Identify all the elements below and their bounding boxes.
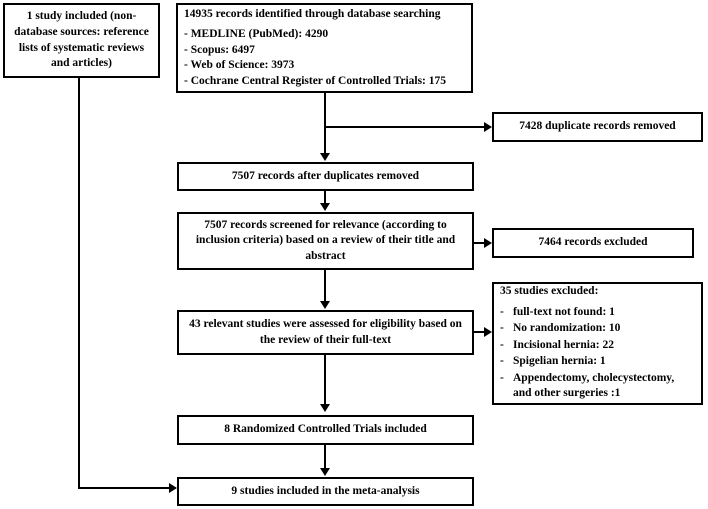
connector-eligibility-to-rcts bbox=[324, 355, 326, 405]
exclusion-reason-incisional-hernia: Incisional hernia: 22 bbox=[513, 338, 614, 351]
connector-to-records-excluded bbox=[474, 242, 484, 244]
records-after-duplicates-text: 7507 records after duplicates removed bbox=[231, 169, 420, 182]
records-screened-text: 7507 records screened for relevance (acc… bbox=[195, 218, 456, 262]
arrowhead-to-eligibility bbox=[320, 301, 330, 309]
exclusion-reason-no-randomization: No randomization: 10 bbox=[513, 322, 621, 335]
arrowhead-to-rcts-included bbox=[320, 404, 330, 412]
box-records-identified[interactable]: 14935 records identified through databas… bbox=[176, 3, 473, 93]
source-scopus: - Scopus: 6497 bbox=[184, 43, 255, 56]
exclusion-reason-item: - Spigelian hernia: 1 bbox=[500, 354, 695, 370]
assessed-for-eligibility-text: 43 relevant studies were assessed for el… bbox=[189, 317, 462, 346]
arrowhead-to-records-excluded bbox=[484, 238, 492, 248]
studies-excluded-header: 35 studies excluded: bbox=[500, 285, 599, 298]
connector-after-duplicates-to-screened bbox=[324, 190, 326, 204]
exclusion-reason-item: - Incisional hernia: 22 bbox=[500, 338, 695, 354]
box-records-after-duplicates[interactable]: 7507 records after duplicates removed bbox=[177, 162, 474, 191]
exclusion-reason-spigelian-hernia: Spigelian hernia: 1 bbox=[513, 355, 606, 368]
arrowhead-to-screened bbox=[320, 203, 330, 211]
exclusion-reason-item: - full-text not found: 1 bbox=[500, 305, 695, 321]
connector-screened-to-eligibility bbox=[324, 270, 326, 302]
meta-analysis-included-text: 9 studies included in the meta-analysis bbox=[231, 484, 420, 497]
source-web-of-science: - Web of Science: 3973 bbox=[184, 59, 295, 72]
arrowhead-to-after-duplicates bbox=[320, 153, 330, 161]
exclusion-reason-full-text-not-found: full-text not found: 1 bbox=[513, 305, 615, 318]
connector-nondatabase-vertical bbox=[78, 78, 80, 488]
arrowhead-to-studies-excluded bbox=[484, 327, 492, 337]
connector-identified-stem bbox=[324, 93, 326, 154]
database-source-list: - MEDLINE (PubMed): 4290 - Scopus: 6497 … bbox=[184, 27, 465, 89]
rcts-included-text: 8 Randomized Controlled Trials included bbox=[224, 423, 427, 436]
connector-nondatabase-horizontal bbox=[78, 487, 169, 489]
source-medline: - MEDLINE (PubMed): 4290 bbox=[184, 28, 329, 41]
non-database-text: 1 study included (non-database sources: … bbox=[14, 10, 149, 70]
exclusion-reason-other-surgeries: Appendectomy, cholecystectomy, and other… bbox=[513, 371, 675, 400]
box-rcts-included[interactable]: 8 Randomized Controlled Trials included bbox=[177, 415, 474, 445]
dash-bullet-icon: - bbox=[500, 338, 504, 351]
records-excluded-text: 7464 records excluded bbox=[538, 236, 648, 249]
studies-excluded-reason-list: - full-text not found: 1 - No randomizat… bbox=[500, 305, 695, 402]
box-studies-excluded[interactable]: 35 studies excluded: - full-text not fou… bbox=[492, 282, 703, 405]
dash-bullet-icon: - bbox=[500, 355, 504, 368]
exclusion-reason-item: - Appendectomy, cholecystectomy, and oth… bbox=[500, 371, 695, 402]
dash-bullet-icon: - bbox=[500, 305, 504, 318]
connector-rcts-to-meta-analysis bbox=[324, 445, 326, 469]
connector-to-studies-excluded bbox=[474, 331, 484, 333]
duplicate-records-removed-text: 7428 duplicate records removed bbox=[519, 120, 676, 133]
exclusion-reason-item: - No randomization: 10 bbox=[500, 321, 695, 337]
arrowhead-to-meta-analysis-left bbox=[169, 483, 177, 493]
arrowhead-to-duplicates-removed bbox=[484, 122, 492, 132]
box-records-screened[interactable]: 7507 records screened for relevance (acc… bbox=[177, 212, 474, 270]
box-non-database-sources[interactable]: 1 study included (non-database sources: … bbox=[3, 3, 160, 78]
box-duplicate-records-removed[interactable]: 7428 duplicate records removed bbox=[492, 112, 703, 142]
box-records-excluded[interactable]: 7464 records excluded bbox=[492, 228, 694, 258]
records-identified-header: 14935 records identified through databas… bbox=[184, 7, 441, 20]
arrowhead-to-meta-analysis-top bbox=[320, 468, 330, 476]
connector-to-duplicates-removed bbox=[324, 126, 484, 128]
box-assessed-for-eligibility[interactable]: 43 relevant studies were assessed for el… bbox=[177, 310, 474, 355]
source-cochrane: - Cochrane Central Register of Controlle… bbox=[184, 74, 447, 87]
dash-bullet-icon: - bbox=[500, 322, 504, 335]
box-meta-analysis-included[interactable]: 9 studies included in the meta-analysis bbox=[177, 477, 474, 506]
dash-bullet-icon: - bbox=[500, 371, 504, 384]
